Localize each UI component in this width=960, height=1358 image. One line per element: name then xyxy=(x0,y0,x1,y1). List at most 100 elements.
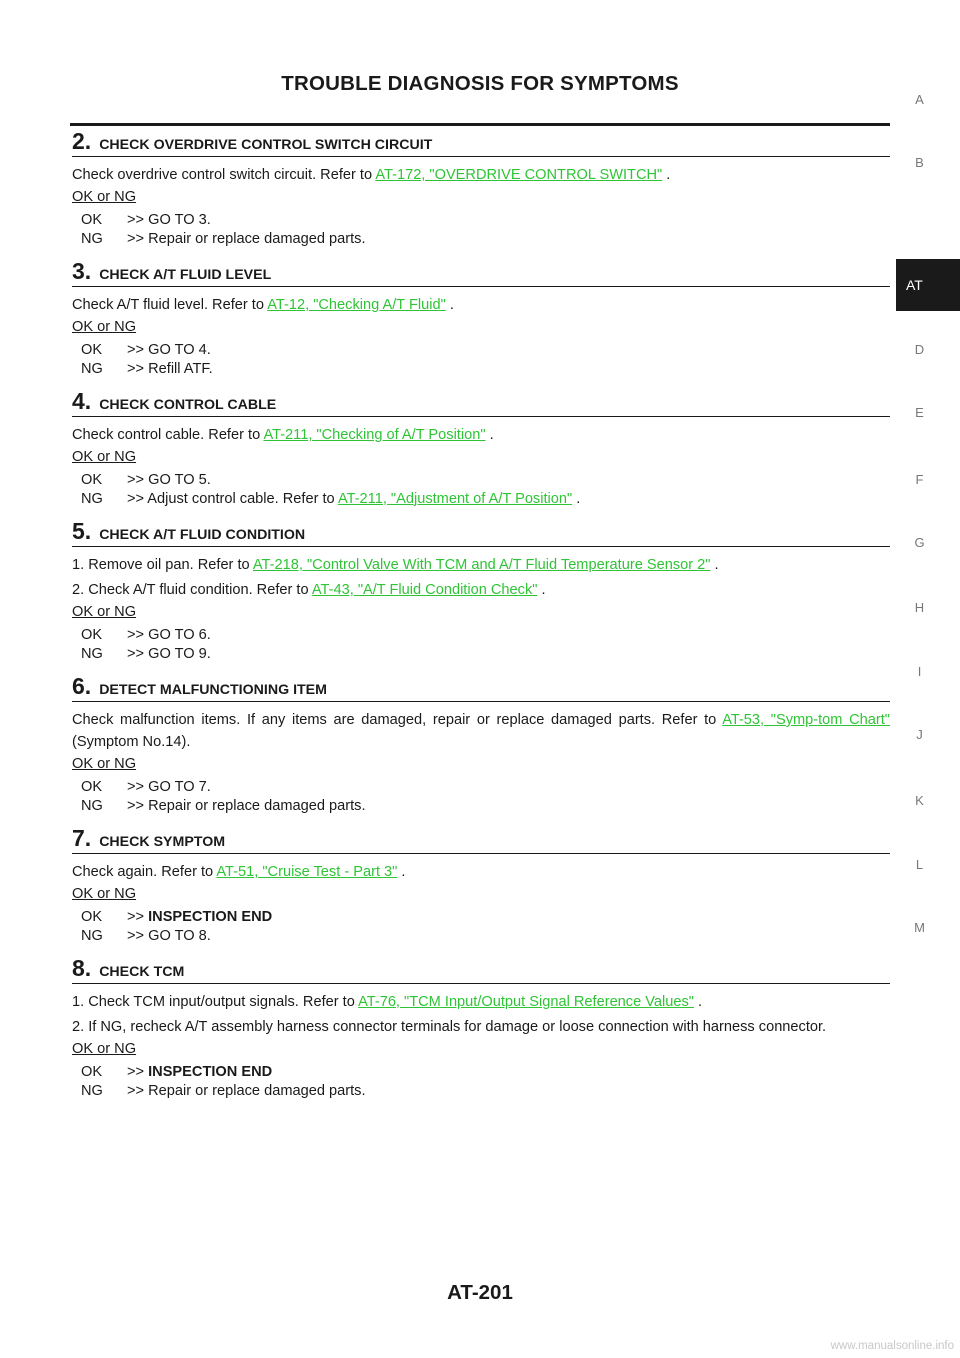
index-letter-j[interactable]: J xyxy=(916,727,923,742)
step-6: 6. DETECT MALFUNCTIONING ITEM Check malf… xyxy=(72,674,890,815)
ng-text: >> GO TO 8. xyxy=(127,927,211,944)
ng-text: >> Refill ATF. xyxy=(127,360,213,377)
step-header: 4. CHECK CONTROL CABLE xyxy=(72,389,890,417)
ng-text: >> Repair or replace damaged parts. xyxy=(127,1082,366,1099)
instruction-text: Check control cable. Refer to xyxy=(72,427,264,443)
ok-label: OK xyxy=(81,779,103,795)
index-letter-b[interactable]: B xyxy=(915,155,924,170)
ok-result: OK >> GO TO 4. xyxy=(81,341,890,360)
index-letter-m[interactable]: M xyxy=(914,920,925,935)
reference-link[interactable]: AT-76, "TCM Input/Output Signal Referenc… xyxy=(358,994,694,1010)
reference-link[interactable]: AT-211, "Checking of A/T Position" xyxy=(263,427,486,443)
ng-label: NG xyxy=(81,360,103,377)
ok-result: OK>> GO TO 5. xyxy=(81,471,890,490)
step-instruction: 2. Check A/T fluid condition. Refer to A… xyxy=(72,579,890,601)
instruction-text: Check A/T fluid level. Refer to xyxy=(72,297,268,313)
step-title: CHECK OVERDRIVE CONTROL SWITCH CIRCUIT xyxy=(99,137,433,153)
ng-label: NG xyxy=(81,230,103,247)
reference-link[interactable]: AT-51, "Cruise Test - Part 3" xyxy=(216,864,398,880)
index-letter-g[interactable]: G xyxy=(914,535,925,550)
index-letter-i[interactable]: I xyxy=(917,664,922,679)
step-header: 6. DETECT MALFUNCTIONING ITEM xyxy=(72,674,890,702)
ok-or-ng-label: OK or NG xyxy=(72,604,137,620)
section-index: A B AT D E F G H I J K L M xyxy=(896,0,960,1358)
step-header: 8. CHECK TCM xyxy=(72,956,890,984)
reference-link[interactable]: AT-43, "A/T Fluid Condition Check" xyxy=(311,582,538,598)
reference-link[interactable]: AT-53, "Symp-tom Chart" xyxy=(722,712,890,728)
ok-result: OK >> INSPECTION END xyxy=(81,1063,890,1082)
index-tab-active[interactable]: AT xyxy=(896,259,960,311)
ok-or-ng-label: OK or NG xyxy=(72,189,137,205)
reference-link[interactable]: AT-218, "Control Valve With TCM and A/T … xyxy=(252,557,711,573)
index-letter-a[interactable]: A xyxy=(915,92,924,107)
watermark: www.manualsonline.info xyxy=(830,1340,954,1352)
instruction-text: Check malfunction items. If any items ar… xyxy=(72,712,723,728)
results: OK>> GO TO 5. NG>> Adjust control cable.… xyxy=(81,471,890,508)
ng-label: NG xyxy=(81,797,103,814)
results: OK>> GO TO 7. NG>> Repair or replace dam… xyxy=(81,778,890,815)
step-7: 7. CHECK SYMPTOM Check again. Refer to A… xyxy=(72,826,890,945)
step-header: 3. CHECK A/T FLUID LEVEL xyxy=(72,259,890,287)
step-instruction: Check control cable. Refer to AT-211, "C… xyxy=(72,424,890,446)
step-instruction: Check again. Refer to AT-51, "Cruise Tes… xyxy=(72,861,890,883)
ok-text: >> INSPECTION END xyxy=(127,909,273,925)
step-header: 2. CHECK OVERDRIVE CONTROL SWITCH CIRCUI… xyxy=(72,129,890,157)
step-number: 2. xyxy=(72,128,92,154)
ok-label: OK xyxy=(81,1064,103,1080)
instruction-suffix: . xyxy=(445,297,454,313)
ok-label: OK xyxy=(81,909,103,925)
ok-result: OK>> GO TO 7. xyxy=(81,778,890,797)
results: OK >> GO TO 4. NG >> Refill ATF. xyxy=(81,341,890,378)
ok-label: OK xyxy=(81,472,103,488)
step-instruction: Check A/T fluid level. Refer to AT-12, "… xyxy=(72,294,890,316)
ng-result: NG>> GO TO 8. xyxy=(81,927,890,946)
results: OK >> INSPECTION END NG >> Repair or repla… xyxy=(81,1063,890,1100)
index-letter-d[interactable]: D xyxy=(914,342,925,357)
step-instruction: 2. If NG, recheck A/T assembly harness c… xyxy=(72,1016,890,1038)
reference-link[interactable]: AT-12, "Checking A/T Fluid" xyxy=(267,297,446,313)
ok-result: OK >> INSPECTION END xyxy=(81,908,890,927)
step-header: 5. CHECK A/T FLUID CONDITION xyxy=(72,519,890,547)
steps-container: 2. CHECK OVERDRIVE CONTROL SWITCH CIRCUI… xyxy=(72,129,890,1100)
instruction-suffix: . xyxy=(397,864,406,880)
ng-label: NG xyxy=(81,1082,103,1099)
page-number: AT-201 xyxy=(447,1281,513,1304)
step-number: 8. xyxy=(72,955,92,981)
step-title: CHECK SYMPTOM xyxy=(99,834,226,850)
step-instruction: Check overdrive control switch circuit. … xyxy=(72,164,890,186)
step-4: 4. CHECK CONTROL CABLE Check control cab… xyxy=(72,389,890,508)
step-title: CHECK TCM xyxy=(99,964,185,980)
results: OK >> INSPECTION END NG>> GO TO 8. xyxy=(81,908,890,945)
ok-or-ng-label: OK or NG xyxy=(72,319,137,335)
step-3: 3. CHECK A/T FLUID LEVEL Check A/T fluid… xyxy=(72,259,890,378)
index-letter-f[interactable]: F xyxy=(915,472,924,487)
step-5: 5. CHECK A/T FLUID CONDITION 1. Remove o… xyxy=(72,519,890,663)
ng-result: NG >> Repair or replace damaged parts. xyxy=(81,1082,890,1101)
results: OK>> GO TO 6. NG >> GO TO 9. xyxy=(81,626,890,663)
instruction-suffix: . xyxy=(694,994,703,1010)
ng-result: NG >> Repair or replace damaged parts. xyxy=(81,230,890,249)
ok-text: >> GO TO 4. xyxy=(127,342,211,358)
step-instruction: 1. Remove oil pan. Refer to AT-218, "Con… xyxy=(72,554,890,576)
ok-text: >> GO TO 3. xyxy=(127,212,211,228)
step-title: CHECK A/T FLUID CONDITION xyxy=(99,527,306,543)
ok-result: OK>> GO TO 6. xyxy=(81,626,890,645)
step-number: 5. xyxy=(72,518,92,544)
instruction-text: 2. Check A/T fluid condition. Refer to xyxy=(72,582,312,598)
reference-link[interactable]: AT-172, "OVERDRIVE CONTROL SWITCH" xyxy=(375,167,663,183)
index-letter-h[interactable]: H xyxy=(914,600,925,615)
ok-or-ng-label: OK or NG xyxy=(72,756,137,772)
index-letter-e[interactable]: E xyxy=(915,405,924,420)
ok-text: >> INSPECTION END xyxy=(127,1064,273,1080)
step-number: 3. xyxy=(72,258,92,284)
ng-label: NG xyxy=(81,645,103,662)
ok-label: OK xyxy=(81,342,103,358)
index-letter-l[interactable]: L xyxy=(915,857,924,872)
reference-link[interactable]: AT-211, "Adjustment of A/T Position" xyxy=(337,490,573,507)
index-letter-k[interactable]: K xyxy=(915,793,924,808)
ok-label: OK xyxy=(81,212,103,228)
ng-text: >> GO TO 9. xyxy=(127,645,211,662)
instruction-text: 1. Remove oil pan. Refer to xyxy=(72,557,253,573)
ng-text: >> Repair or replace damaged parts. xyxy=(127,230,366,247)
step-title: CHECK A/T FLUID LEVEL xyxy=(99,267,272,283)
